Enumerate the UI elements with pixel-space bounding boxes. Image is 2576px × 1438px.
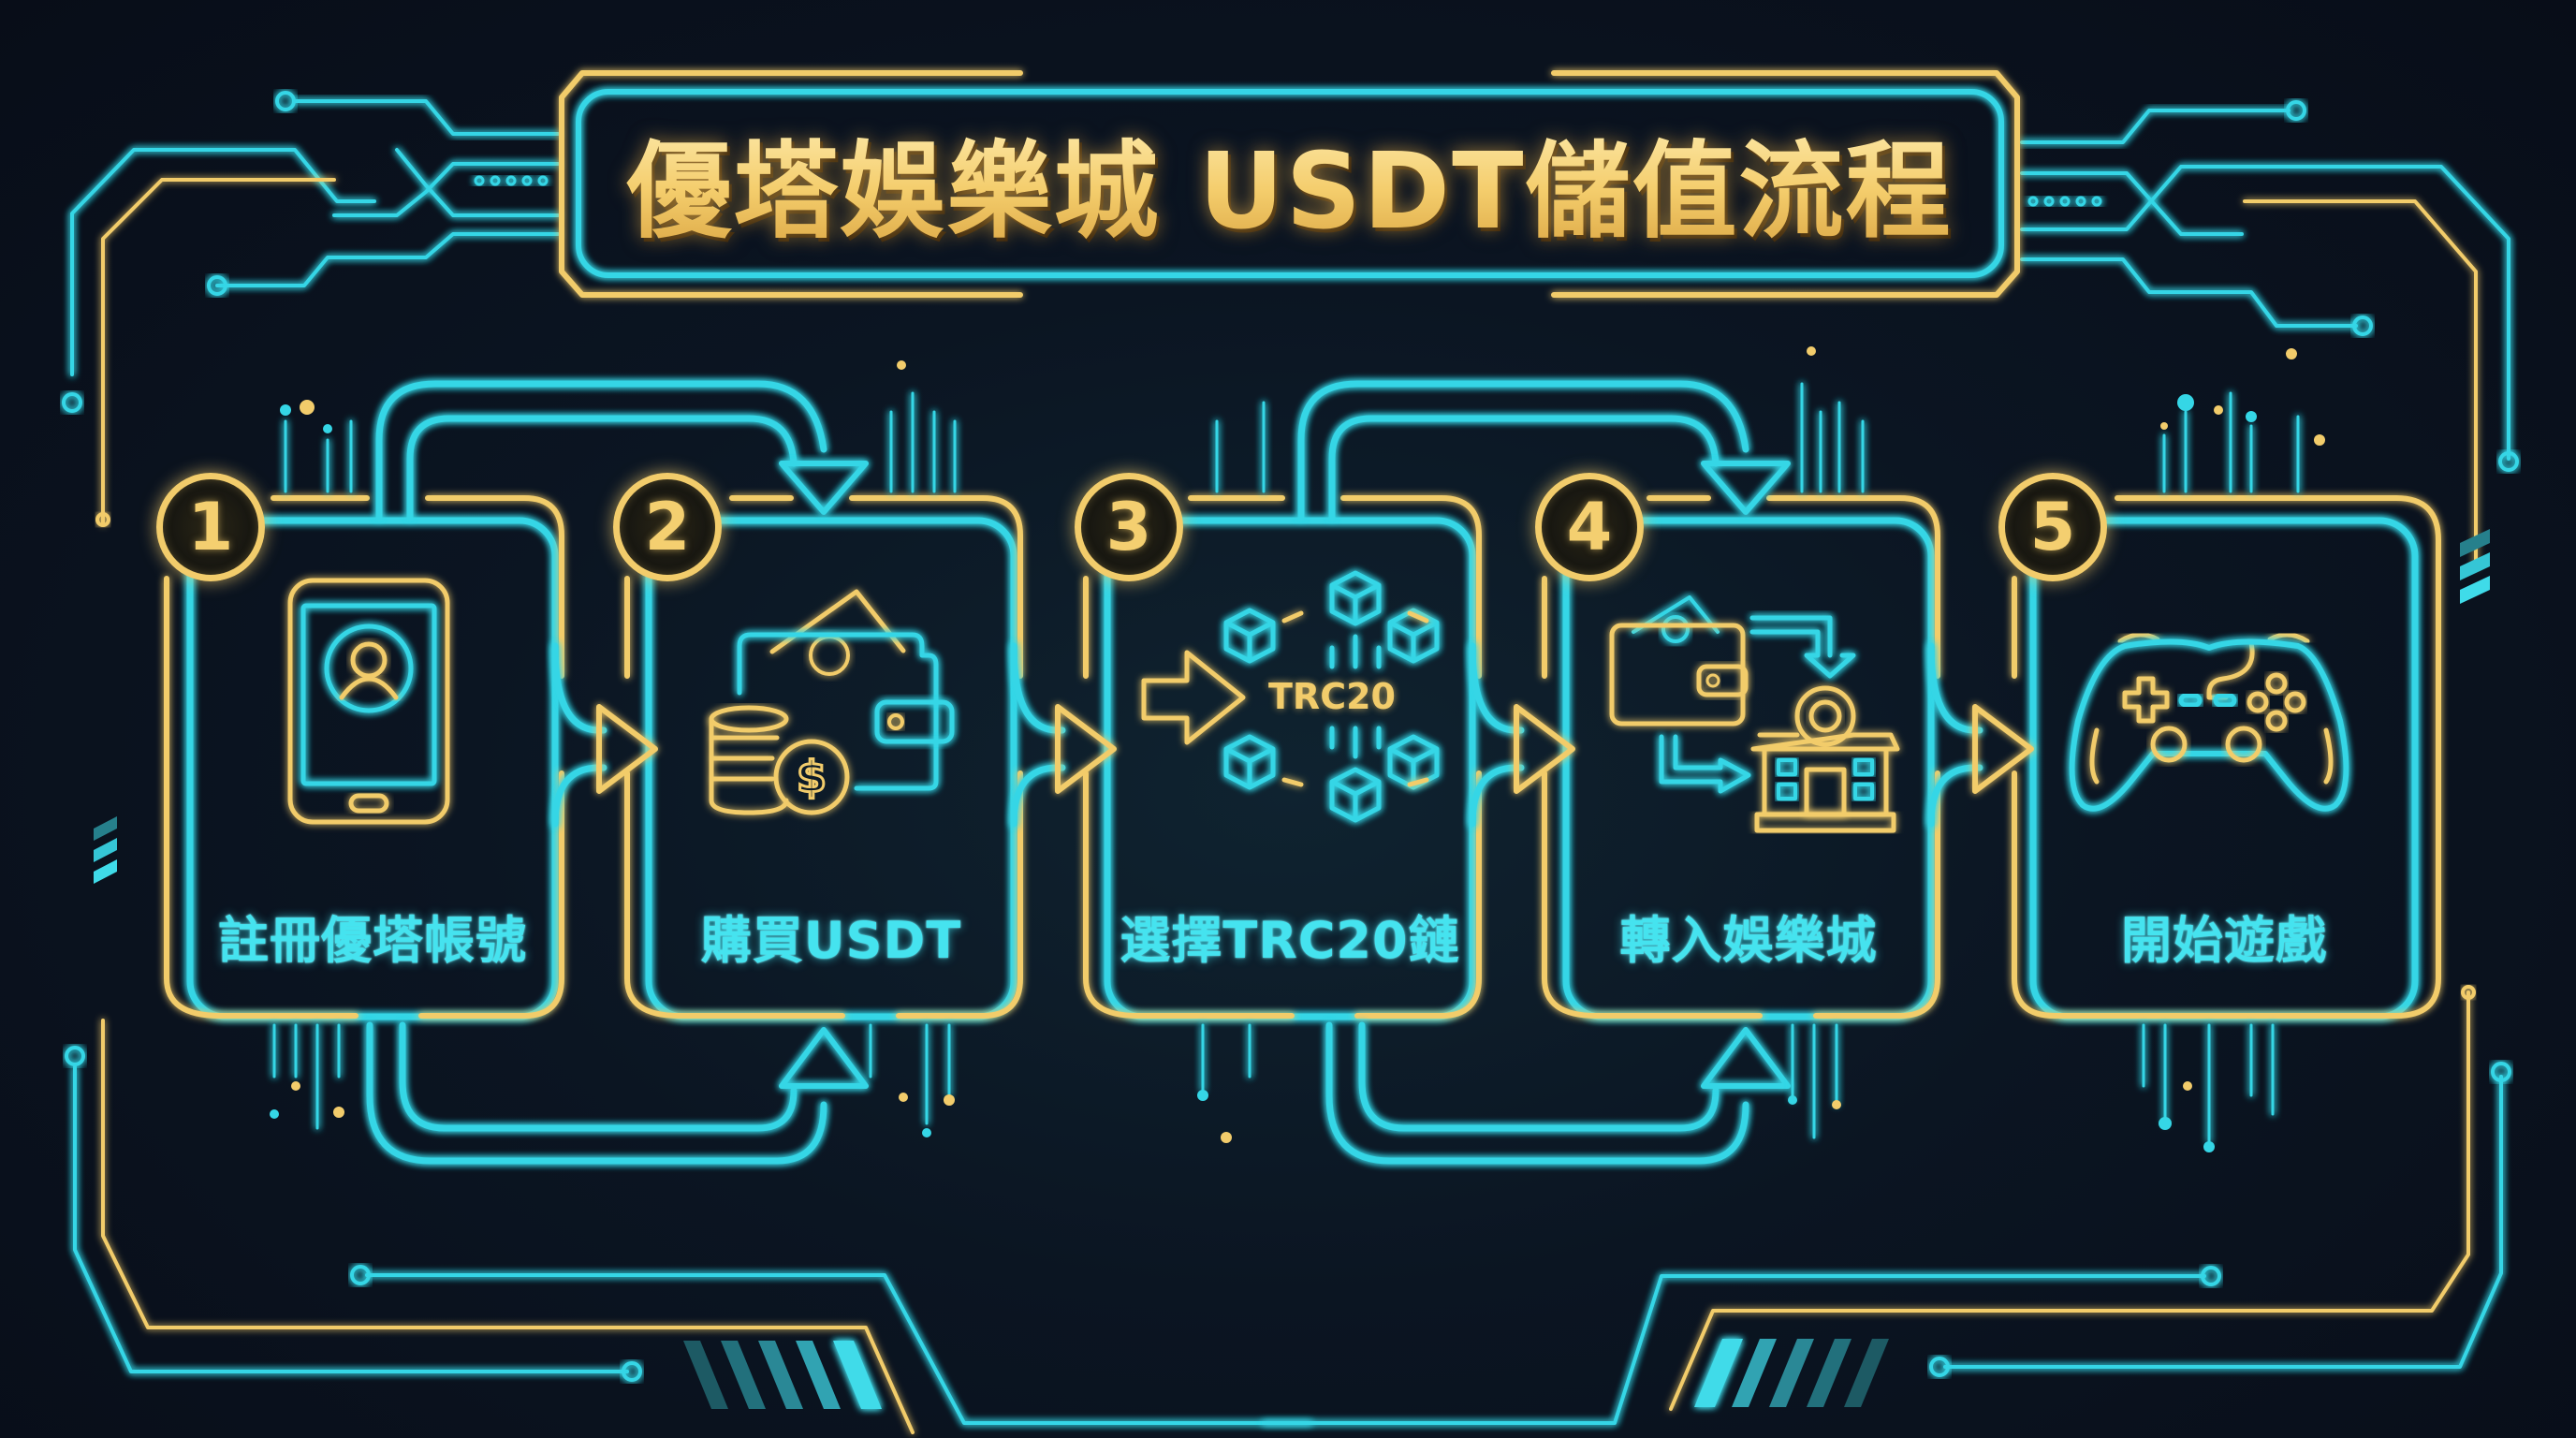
wallet-coins-dollar-icon: $ <box>709 589 955 815</box>
hatch-stripes-left-side <box>94 816 117 884</box>
left-frame-circuit <box>51 91 1312 1434</box>
smartphone-user-profile-icon <box>287 578 450 825</box>
arrow-4-to-5 <box>1927 642 2034 828</box>
blockchain-network-icon <box>1141 570 1440 823</box>
step-label-3: 選擇TRC20鏈 <box>1120 911 1460 970</box>
gamepad-icon <box>2069 632 2349 812</box>
hatch-stripes-right <box>1694 1339 1889 1407</box>
step-cards-frames <box>164 495 2441 1020</box>
flow-arrows <box>551 642 2034 828</box>
step-number-badge-1: 1 <box>156 473 265 581</box>
top-loop-arrows <box>375 380 1791 521</box>
bottom-loop-arrows <box>366 1021 1791 1165</box>
page-title: 優塔娛樂城 USDT儲值流程 <box>576 103 2003 262</box>
trc20-icon-label: TRC20 <box>1268 676 1396 717</box>
step-number-badge-2: 2 <box>613 473 722 581</box>
arrow-1-to-2 <box>551 642 658 828</box>
step-number-badge-4: 4 <box>1535 473 1644 581</box>
arrow-2-to-3 <box>1010 642 1117 828</box>
step-number-badge-3: 3 <box>1075 473 1183 581</box>
step-label-2: 購買USDT <box>700 911 962 970</box>
wallet-transfer-casino-icon <box>1609 595 1900 833</box>
hatch-stripes-left <box>683 1341 882 1409</box>
step-number-badge-5: 5 <box>1998 473 2107 581</box>
step-label-4: 轉入娛樂城 <box>1619 911 1878 970</box>
pin-decorations <box>270 346 2325 1152</box>
right-frame-circuit <box>1262 100 2519 1425</box>
step-label-1: 註冊優塔帳號 <box>218 911 527 970</box>
arrow-3-to-4 <box>1469 642 1575 828</box>
hatch-stripes-right-side <box>2460 529 2490 604</box>
svg-text:$: $ <box>797 752 827 802</box>
title-frame <box>559 70 2020 298</box>
step-label-5: 開始遊戲 <box>2121 911 2327 970</box>
